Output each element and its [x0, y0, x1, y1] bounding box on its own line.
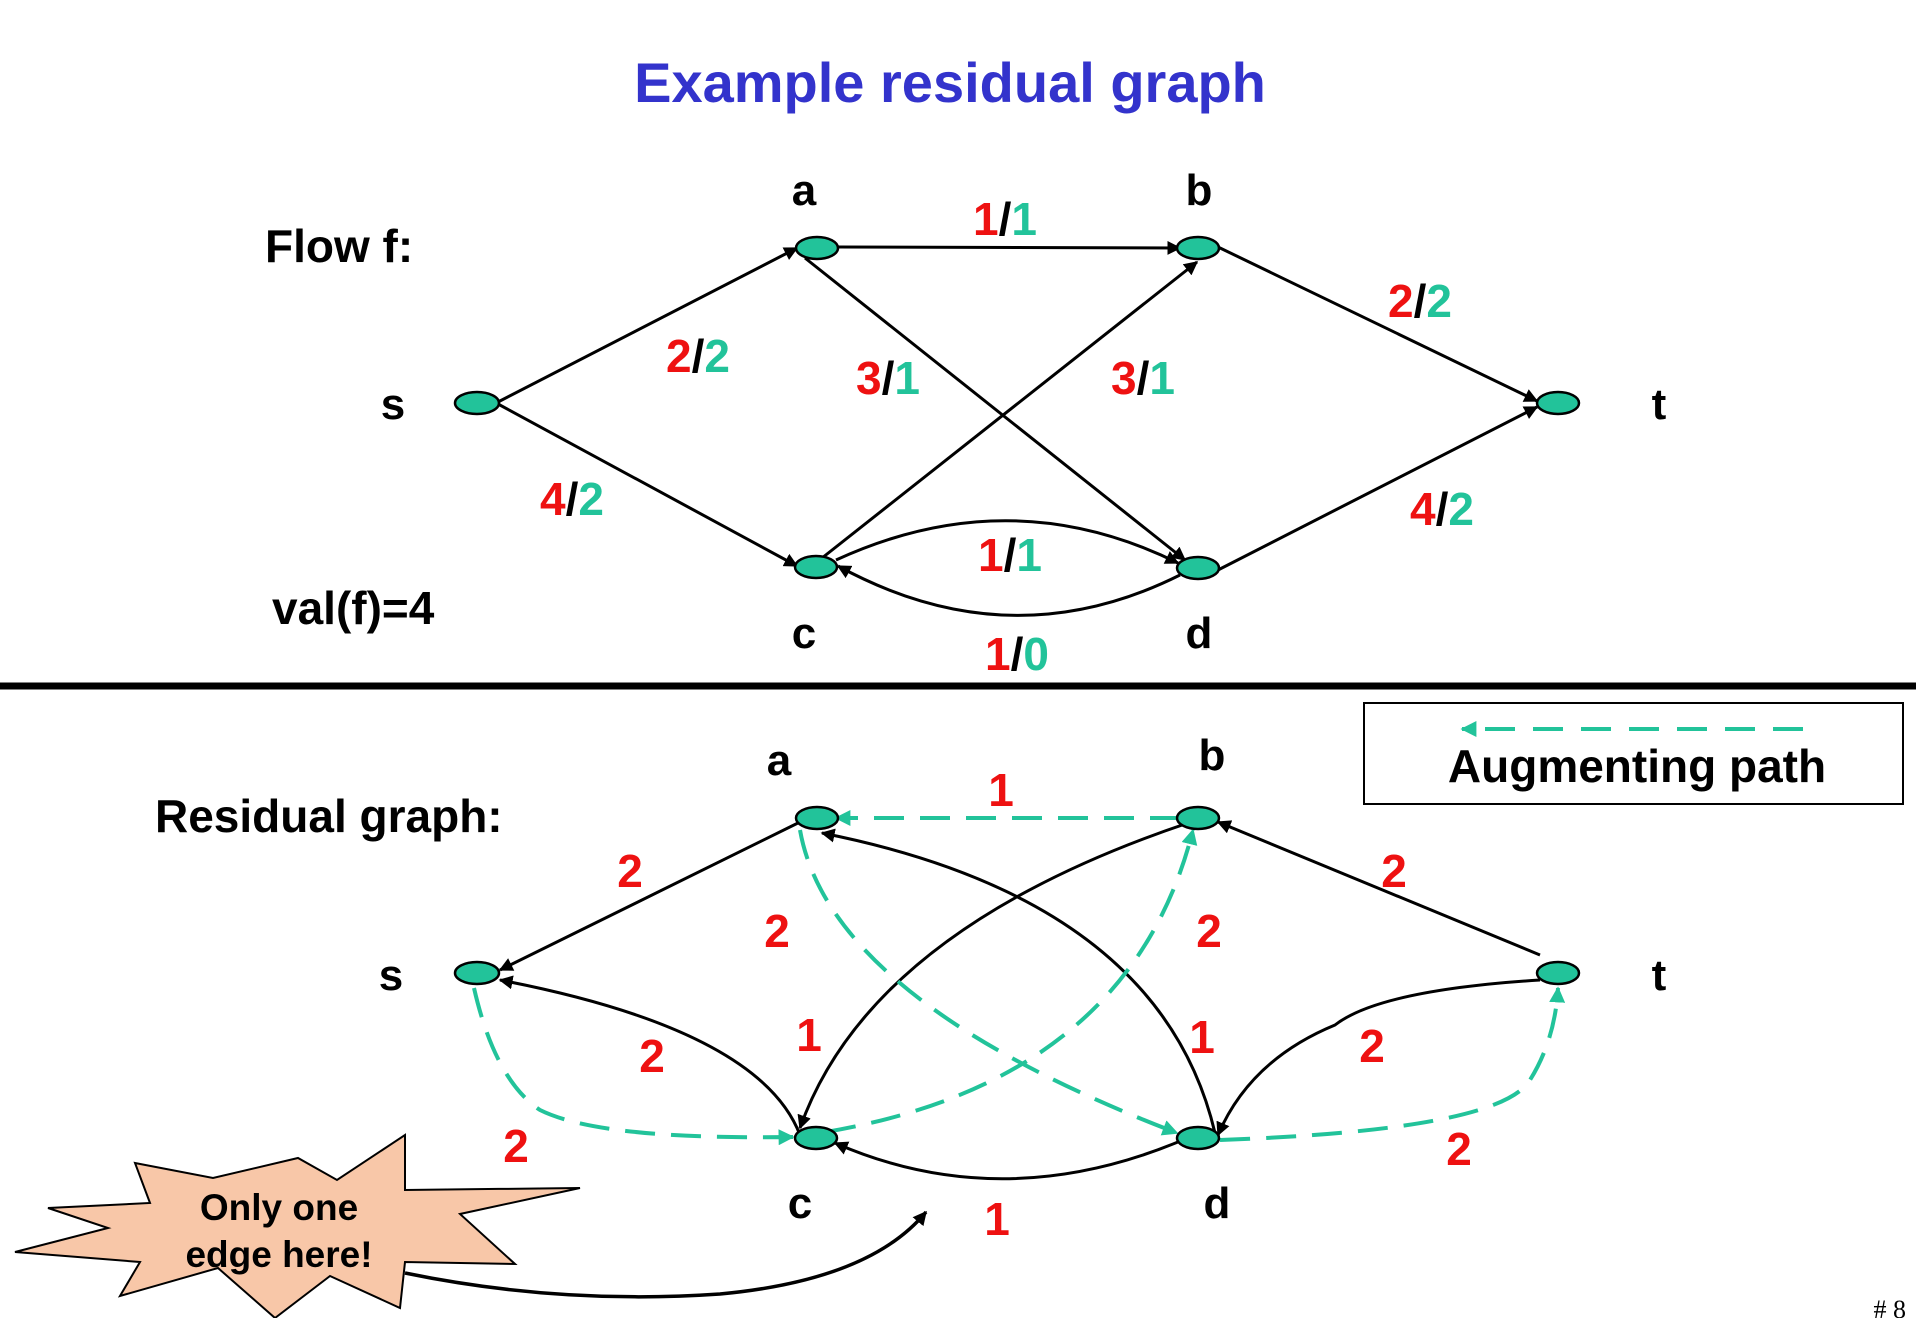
- res-node-label-a: a: [767, 736, 792, 785]
- res-node-label-s: s: [379, 951, 403, 1000]
- res-edge-b-c: [797, 821, 1189, 1130]
- res-edge-label-s-c: 2: [503, 1120, 529, 1172]
- flow-edge-a-d: [804, 256, 1187, 562]
- aug-edge-a-d: [798, 829, 1179, 1136]
- flow-edge-label-d-t: 4/2: [1410, 483, 1474, 535]
- res-node-d: [1175, 1125, 1221, 1151]
- flow-edge-s-a: [497, 246, 799, 404]
- flow-node-c: [793, 554, 839, 580]
- res-edge-label-b-c: 1: [796, 1009, 822, 1061]
- residual-label: Residual graph:: [155, 790, 503, 842]
- res-node-t: [1535, 960, 1581, 986]
- flow-node-b: [1175, 235, 1221, 261]
- callout: Only one edge here!: [14, 1133, 928, 1320]
- flow-node-d: [1175, 555, 1221, 581]
- res-node-c: [793, 1125, 839, 1151]
- res-node-a: [794, 805, 840, 831]
- flow-edge-label-d-c: 1/0: [985, 628, 1049, 680]
- res-edge-label-a-d: 2: [764, 905, 790, 957]
- res-edge-label-c-b: 2: [1196, 905, 1222, 957]
- res-edge-d-c: [833, 1140, 1179, 1181]
- flow-graph: Flow f: val(f)=4 s a b c: [265, 166, 1667, 680]
- flow-edge-label-c-d: 1/1: [978, 529, 1042, 581]
- res-edge-d-a: [820, 828, 1217, 1134]
- res-edge-c-s: [498, 975, 802, 1136]
- res-node-label-d: d: [1204, 1179, 1231, 1228]
- res-node-s: [453, 960, 501, 986]
- flow-edge-label-c-b: 3/1: [1111, 352, 1175, 404]
- flow-node-t: [1535, 390, 1581, 416]
- flow-node-label-a: a: [792, 166, 817, 215]
- flow-node-label-d: d: [1186, 609, 1213, 658]
- res-node-label-b: b: [1199, 731, 1226, 780]
- flow-edge-label-a-d: 3/1: [856, 352, 920, 404]
- flow-edge-label-a-b: 1/1: [973, 193, 1037, 245]
- page-number: # 8: [1874, 1295, 1907, 1318]
- residual-graph: Residual graph: Augmenting path: [14, 702, 1904, 1320]
- flow-label: Flow f:: [265, 220, 413, 272]
- res-edge-label-a-s: 2: [617, 845, 643, 897]
- flow-edge-d-c: [836, 564, 1181, 617]
- res-edge-label-d-t: 2: [1446, 1123, 1472, 1175]
- flow-edge-label-s-a: 2/2: [666, 330, 730, 382]
- flow-edge-b-t: [1217, 245, 1539, 403]
- aug-edge-s-c: [472, 987, 795, 1146]
- res-edge-label-d-c: 1: [984, 1193, 1010, 1245]
- res-edge-label-d-a: 1: [1189, 1011, 1215, 1063]
- flow-node-label-s: s: [381, 380, 405, 429]
- callout-burst-shape: [14, 1133, 581, 1320]
- aug-edge-d-t: [1219, 986, 1566, 1142]
- flow-edge-c-b: [821, 260, 1199, 560]
- flow-edge-label-b-t: 2/2: [1388, 275, 1452, 327]
- flow-node-s: [453, 390, 501, 416]
- res-edge-t-b: [1216, 820, 1541, 957]
- flow-edge-s-c: [497, 402, 799, 568]
- callout-arrow: [404, 1210, 928, 1299]
- flow-edge-d-t: [1217, 405, 1539, 572]
- callout-line-1: Only one: [200, 1187, 358, 1228]
- res-node-label-t: t: [1652, 951, 1667, 1000]
- res-node-label-c: c: [788, 1179, 812, 1228]
- res-edge-a-s: [498, 820, 801, 972]
- flow-node-label-c: c: [792, 609, 816, 658]
- flow-edge-c-d: [835, 519, 1180, 565]
- res-edge-label-c-s: 2: [639, 1030, 665, 1082]
- flow-node-label-t: t: [1652, 380, 1667, 429]
- legend-box: [1363, 702, 1904, 805]
- legend-label: Augmenting path: [1448, 740, 1826, 792]
- page-title: Example residual graph: [634, 51, 1266, 114]
- flow-node-a: [794, 235, 840, 261]
- legend: Augmenting path: [1363, 702, 1904, 805]
- res-edge-t-d: [1216, 978, 1541, 1137]
- res-edge-label-t-b: 2: [1381, 845, 1407, 897]
- flow-node-label-b: b: [1186, 166, 1213, 215]
- callout-line-2: edge here!: [185, 1234, 372, 1275]
- res-edge-label-b-a: 1: [988, 764, 1014, 816]
- res-edge-label-t-d: 2: [1359, 1020, 1385, 1072]
- flow-value-label: val(f)=4: [272, 582, 435, 634]
- flow-edge-a-b: [837, 240, 1182, 255]
- res-node-b: [1175, 805, 1221, 831]
- aug-edge-c-b: [825, 828, 1198, 1134]
- flow-edge-label-s-c: 4/2: [540, 473, 604, 525]
